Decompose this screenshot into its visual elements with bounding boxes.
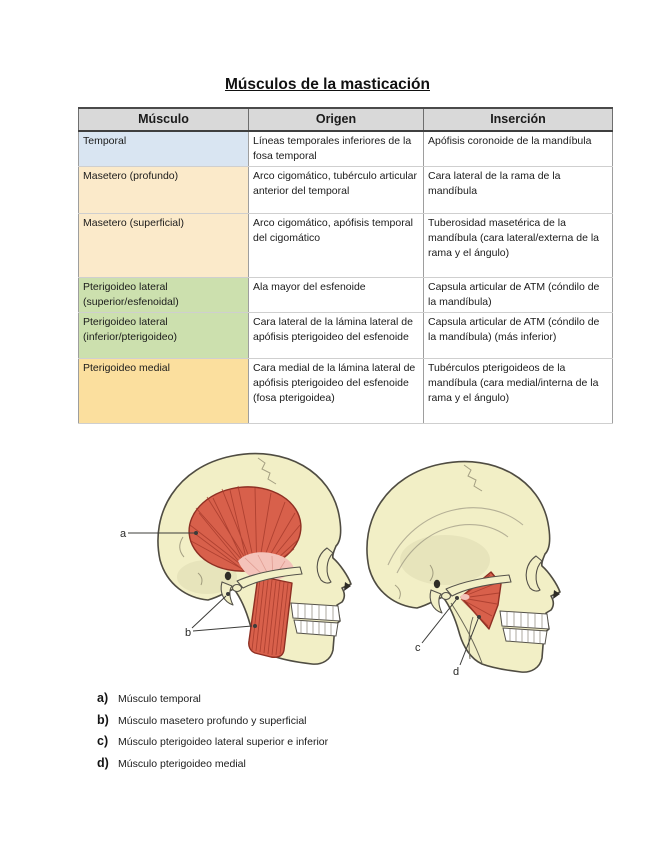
legend-letter: a) [97, 691, 109, 705]
cell-muscle: Masetero (superficial) [78, 213, 249, 278]
legend-item-c: c) Músculo pterigoideo lateral superior … [97, 734, 328, 756]
table-row: Masetero (profundo) Arco cigomático, tub… [78, 166, 613, 214]
cell-muscle: Pterigoideo lateral (inferior/pterigoide… [78, 312, 249, 359]
cell-muscle: Temporal [78, 130, 249, 167]
table-row: Masetero (superficial) Arco cigomático, … [78, 213, 613, 278]
cell-insertion: Apófisis coronoide de la mandíbula [423, 130, 613, 167]
legend-item-a: a) Músculo temporal [97, 691, 328, 713]
table-row: Pterigoideo lateral (superior/esfenoidal… [78, 277, 613, 313]
cell-origin: Líneas temporales inferiores de la fosa … [248, 130, 424, 167]
figure-label-b: b [185, 627, 191, 639]
figure-label-c: c [415, 642, 421, 654]
cell-origin: Arco cigomático, tubérculo articular ant… [248, 166, 424, 214]
cell-insertion: Capsula articular de ATM (cóndilo de la … [423, 277, 613, 313]
col-header-origen: Origen [248, 107, 424, 132]
page-title: Músculos de la masticación [224, 76, 430, 93]
cell-muscle: Pterigoideo lateral (superior/esfenoidal… [78, 277, 249, 313]
table-header-row: Músculo Origen Inserción [78, 107, 613, 132]
cell-origin: Cara lateral de la lámina lateral de apó… [248, 312, 424, 359]
figure-label-d: d [453, 666, 459, 678]
cell-insertion: Capsula articular de ATM (cóndilo de la … [423, 312, 613, 359]
cell-origin: Cara medial de la lámina lateral de apóf… [248, 358, 424, 424]
figure-label-a: a [120, 528, 127, 540]
legend-item-d: d) Músculo pterigoideo medial [97, 756, 328, 778]
cell-muscle: Masetero (profundo) [78, 166, 249, 214]
cell-insertion: Tuberosidad masetérica de la mandíbula (… [423, 213, 613, 278]
legend-text: Músculo pterigoideo medial [118, 757, 246, 770]
skull-illustrations: a b c d [120, 452, 561, 678]
col-header-insercion: Inserción [423, 107, 613, 132]
legend-letter: d) [97, 755, 109, 770]
figure-legend: a) Músculo temporal b) Músculo masetero … [97, 691, 328, 777]
legend-text: Músculo pterigoideo lateral superior e i… [118, 736, 329, 749]
legend-text: Músculo masetero profundo y superficial [118, 714, 307, 727]
mastication-muscles-table: Músculo Origen Inserción Temporal Líneas… [78, 107, 613, 424]
skull-anatomy-figure: a b c d [95, 445, 615, 695]
cell-insertion: Tubérculos pterigoideos de la mandíbula … [423, 358, 613, 424]
legend-letter: c) [97, 734, 109, 749]
col-header-musculo: Músculo [78, 107, 249, 132]
skull-right-illustration: c d [366, 460, 561, 678]
cell-origin: Arco cigomático, apófisis temporal del c… [248, 213, 424, 278]
cell-origin: Ala mayor del esfenoide [248, 277, 424, 313]
table-row: Temporal Líneas temporales inferiores de… [78, 130, 613, 167]
table-row: Pterigoideo lateral (inferior/pterigoide… [78, 312, 613, 359]
temporalis-muscle-shape [188, 485, 302, 583]
masseter-muscle-shape [248, 575, 293, 658]
skull-left-illustration: a b [120, 452, 352, 665]
table-row: Pterigoideo medial Cara medial de la lám… [78, 358, 613, 424]
legend-letter: b) [97, 712, 109, 727]
cell-insertion: Cara lateral de la rama de la mandíbula [423, 166, 613, 214]
legend-item-b: b) Músculo masetero profundo y superfici… [97, 713, 328, 735]
cell-muscle: Pterigoideo medial [78, 358, 249, 424]
legend-text: Músculo temporal [118, 693, 201, 705]
